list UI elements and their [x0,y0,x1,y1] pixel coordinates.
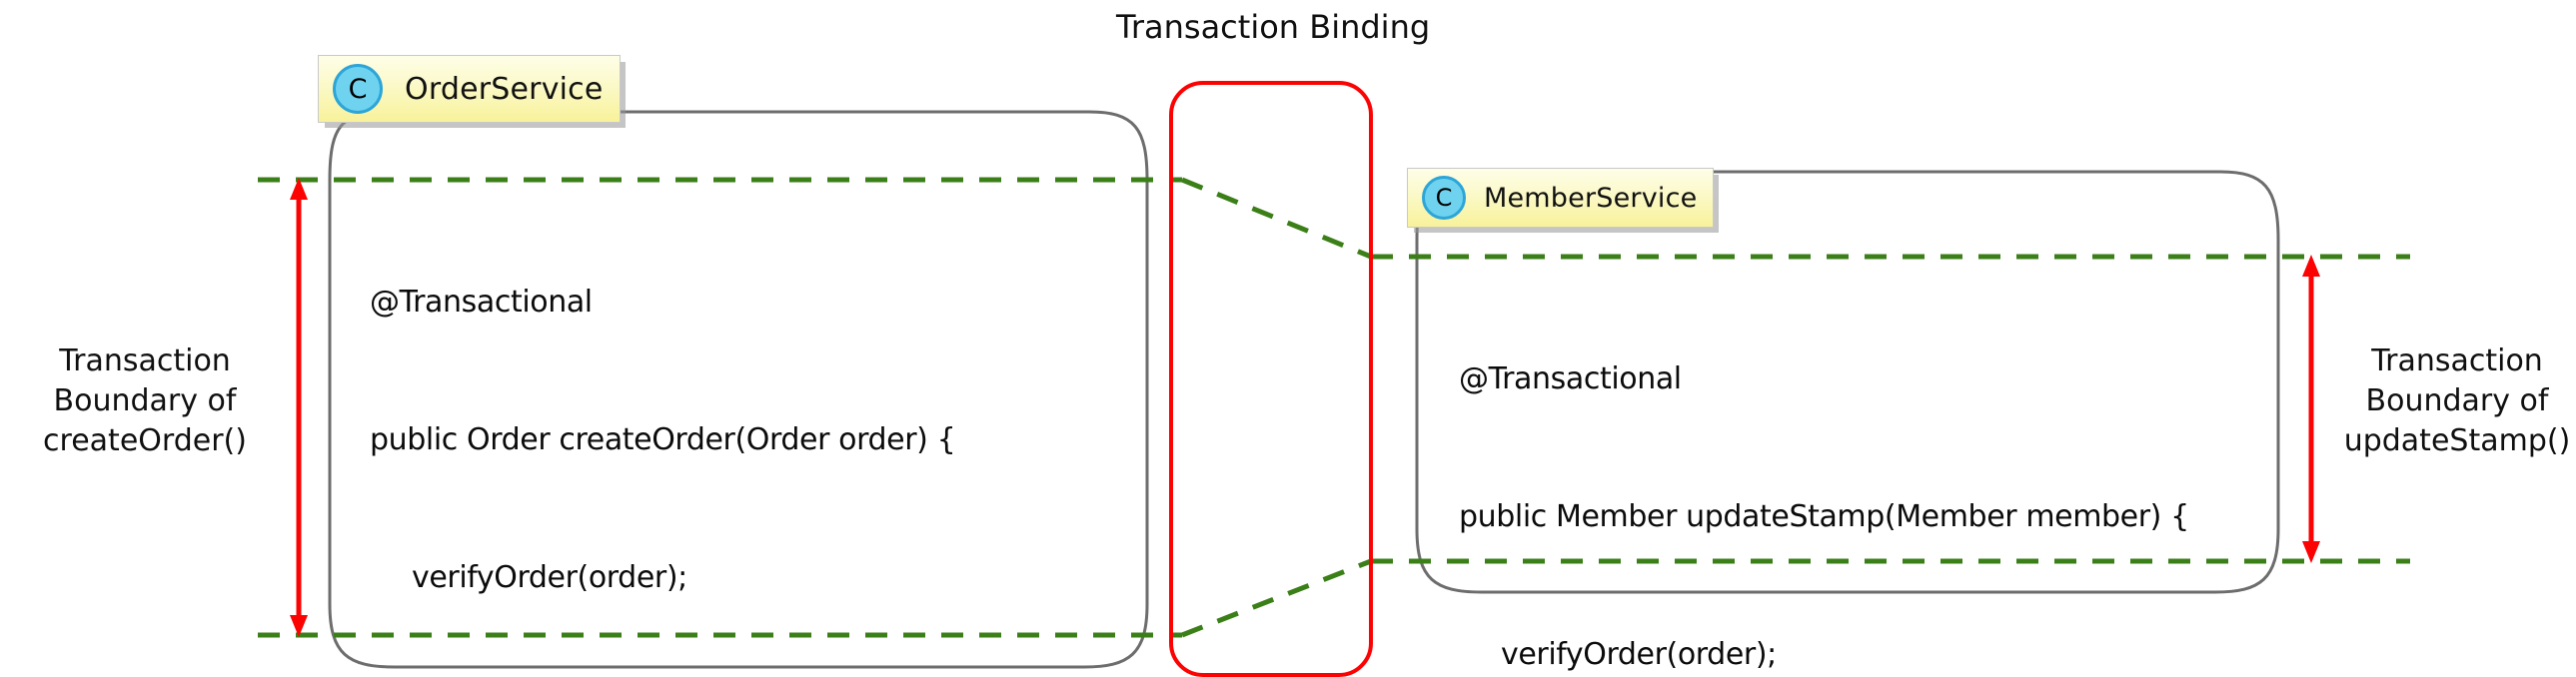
order-service-class-chip[interactable]: C OrderService [318,55,621,123]
code-line: @Transactional [370,285,593,320]
class-icon: C [333,64,383,114]
right-boundary-label: Transaction Boundary of updateStamp() [2343,343,2571,458]
code-line: verifyOrder(order); [412,560,687,595]
member-service-class-chip[interactable]: C MemberService [1407,168,1715,228]
member-service-class-name: MemberService [1484,182,1698,214]
code-line: verifyOrder(order); [1501,637,1777,672]
right-boundary-arrow [2302,255,2320,563]
binding-connector-bottom [1181,558,1372,638]
left-boundary-arrow [290,178,308,637]
code-line: @Transactional [1459,361,1682,396]
order-service-class-name: OrderService [405,71,604,107]
diagram-title: Transaction Binding [1116,8,1431,46]
order-service-code: @Transactional public Order createOrder(… [370,188,1046,677]
class-icon: C [1422,176,1466,220]
code-line: public Order createOrder(Order order) { [370,422,956,457]
transaction-binding-capsule [1169,81,1373,677]
code-line: public Member updateStamp(Member member)… [1459,499,2189,534]
binding-connector-top [1181,177,1372,260]
member-service-code: @Transactional public Member updateStamp… [1459,265,2189,677]
left-boundary-label: Transaction Boundary of createOrder() [43,343,247,458]
